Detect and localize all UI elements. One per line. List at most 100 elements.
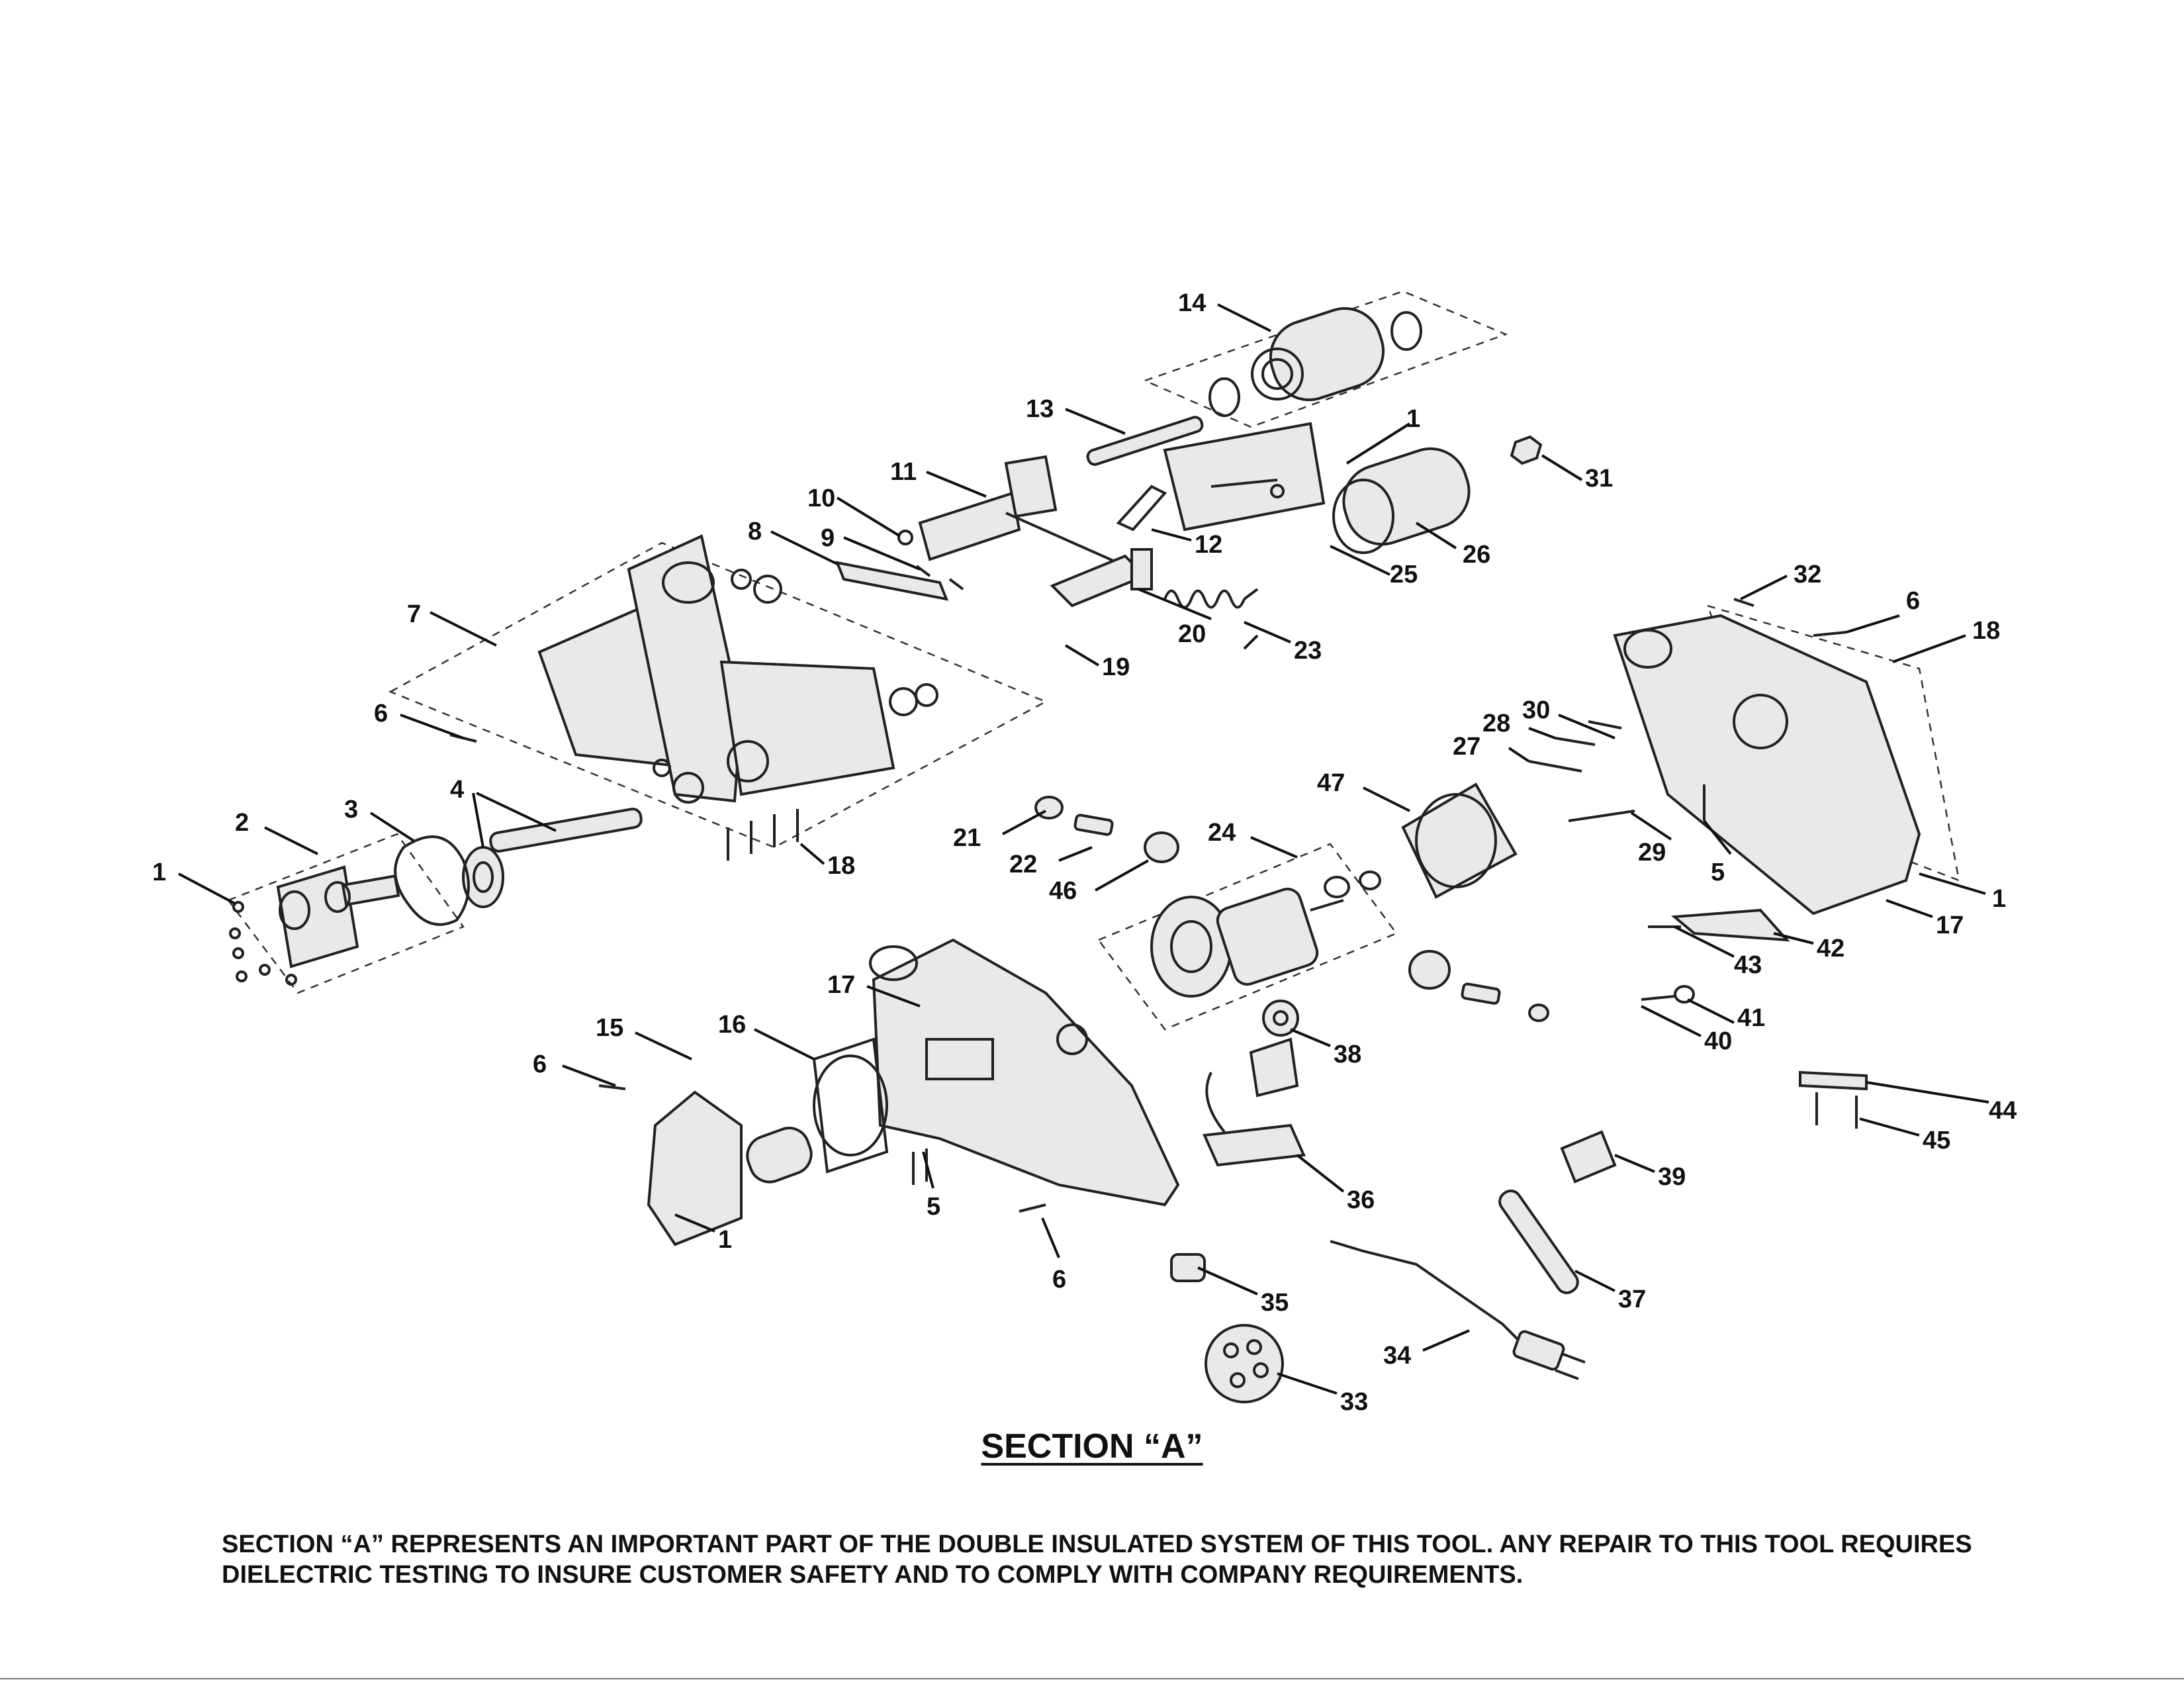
- part-15-endcap: [647, 1090, 813, 1246]
- part-33-gear: [1205, 1324, 1284, 1403]
- callout-28: 28: [1482, 710, 1510, 737]
- part-47-stator: [1401, 782, 1518, 899]
- callout-6-bottom: 6: [1052, 1266, 1066, 1293]
- callout-40: 40: [1704, 1027, 1732, 1055]
- part-20-lever: [1050, 548, 1153, 608]
- callout-17-left: 17: [827, 971, 855, 999]
- part-30-pin: [1588, 720, 1622, 729]
- callout-1-left: 1: [152, 859, 166, 886]
- part-39-switch: [1560, 1130, 1617, 1184]
- part-25-frame: [1163, 422, 1326, 532]
- part-4-gear-shaft: [462, 808, 643, 908]
- insulation-note: SECTION “A” REPRESENTS AN IMPORTANT PART…: [222, 1529, 2075, 1590]
- part-16-gasket: [812, 1037, 889, 1174]
- part-36-switch-board: [1203, 1037, 1306, 1167]
- part-18-screws: [727, 809, 799, 861]
- callout-26: 26: [1463, 541, 1490, 569]
- part-32-screws: [1733, 598, 1754, 607]
- part-17-housing-left: [869, 938, 1180, 1207]
- callout-37: 37: [1618, 1286, 1646, 1313]
- callout-33: 33: [1340, 1388, 1368, 1416]
- callout-1-bottom: 1: [718, 1226, 732, 1254]
- callout-43: 43: [1734, 951, 1762, 979]
- part-23-spring: [1163, 588, 1259, 609]
- part-14-rear-drum: [1142, 290, 1508, 428]
- callout-30: 30: [1522, 696, 1550, 724]
- section-title-text: SECTION “A”: [981, 1427, 1203, 1466]
- part-1-screws-left: [229, 901, 297, 986]
- note-line-2: DIELECTRIC TESTING TO INSURE CUSTOMER SA…: [222, 1561, 1524, 1589]
- callout-6-left: 6: [374, 700, 388, 727]
- callout-1-top: 1: [1406, 405, 1420, 433]
- part-35-pinion: [1170, 1253, 1206, 1282]
- part-2-cover: [227, 833, 465, 994]
- part-22-brush-spring: [1073, 814, 1114, 836]
- part-28-pin: [1555, 737, 1596, 746]
- callout-6-lower-left: 6: [533, 1051, 547, 1078]
- callout-15: 15: [596, 1014, 623, 1042]
- callout-44: 44: [1989, 1097, 2017, 1125]
- callout-23: 23: [1294, 637, 1322, 665]
- leader-lines: [178, 303, 1989, 1395]
- callout-20: 20: [1178, 620, 1206, 648]
- note-line-1: SECTION “A” REPRESENTS AN IMPORTANT PART…: [222, 1530, 1972, 1558]
- callout-2: 2: [235, 809, 249, 837]
- callout-18-right: 18: [1972, 617, 2000, 645]
- part-45-screws: [1815, 1092, 1858, 1129]
- part-29-pin: [1568, 810, 1635, 822]
- callout-25: 25: [1390, 561, 1418, 588]
- callout-39: 39: [1658, 1163, 1686, 1191]
- part-11-bracket: [918, 455, 1126, 567]
- part-26-front-drum: [1332, 447, 1471, 554]
- callout-46: 46: [1049, 877, 1077, 905]
- callout-5-left: 5: [927, 1193, 940, 1221]
- callout-47: 47: [1317, 769, 1345, 797]
- callout-7: 7: [407, 600, 421, 628]
- callout-5-right: 5: [1711, 859, 1725, 886]
- part-13-shaft: [1086, 416, 1204, 466]
- section-title: SECTION “A”: [0, 1427, 2184, 1466]
- part-38-gear: [1262, 1000, 1299, 1037]
- callout-1-right: 1: [1992, 885, 2006, 913]
- callout-45: 45: [1923, 1127, 1950, 1154]
- callout-36: 36: [1347, 1186, 1375, 1214]
- callout-13: 13: [1026, 395, 1054, 423]
- callout-31: 31: [1585, 465, 1613, 492]
- callout-17-right: 17: [1936, 912, 1964, 939]
- callout-22: 22: [1009, 851, 1037, 878]
- callout-3: 3: [344, 796, 358, 823]
- part-24-armature: [1097, 843, 1398, 1031]
- part-brush-right: [1408, 950, 1549, 1022]
- footer-rule: [0, 1678, 2184, 1679]
- callout-27: 27: [1453, 733, 1480, 761]
- callout-12: 12: [1195, 531, 1222, 559]
- part-12-lever: [1116, 485, 1167, 532]
- callout-24: 24: [1208, 819, 1236, 847]
- part-44-plate: [1799, 1070, 1868, 1091]
- part-10-ring: [897, 530, 913, 545]
- part-34-cord: [1330, 1240, 1586, 1380]
- callout-19: 19: [1102, 653, 1130, 681]
- callout-35: 35: [1261, 1289, 1289, 1317]
- callout-14: 14: [1178, 289, 1206, 317]
- callout-8: 8: [748, 518, 762, 545]
- part-31-nut: [1510, 435, 1543, 465]
- part-8-plate: [835, 561, 949, 601]
- part-46-brush-holder: [1144, 831, 1179, 863]
- callout-29: 29: [1638, 839, 1666, 867]
- part-27-pin: [1528, 760, 1582, 773]
- callout-21: 21: [953, 824, 981, 852]
- callout-6-right: 6: [1906, 587, 1920, 615]
- callout-38: 38: [1334, 1041, 1361, 1068]
- callout-16: 16: [718, 1011, 746, 1039]
- callout-10: 10: [807, 485, 835, 512]
- callout-9: 9: [821, 524, 835, 552]
- part-41-clip: [1674, 985, 1695, 1004]
- callout-32: 32: [1794, 561, 1821, 588]
- part-42-bracket: [1670, 908, 1790, 942]
- callout-11: 11: [890, 458, 917, 486]
- callout-18-left: 18: [827, 852, 855, 880]
- callout-42: 42: [1817, 935, 1844, 962]
- part-17-housing-right: [1613, 604, 1960, 915]
